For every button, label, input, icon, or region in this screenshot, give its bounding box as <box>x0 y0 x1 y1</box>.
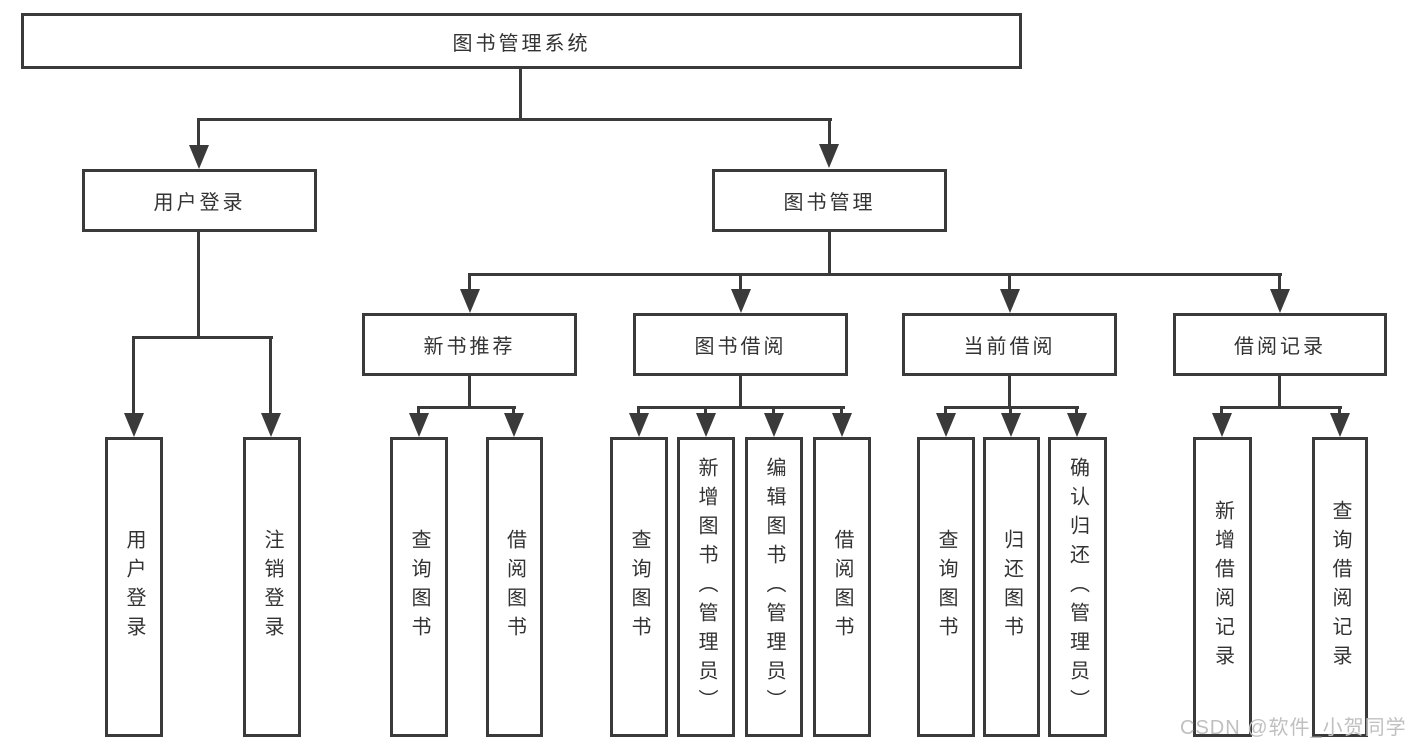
connector-line <box>1278 376 1281 409</box>
node-root-label: 图书管理系统 <box>452 32 591 55</box>
connector-line <box>417 406 420 417</box>
arrowhead-down-icon <box>1001 413 1021 437</box>
connector-line <box>704 406 707 417</box>
leaf-add-borrow-record: 新增借阅记录 <box>1193 437 1252 737</box>
connector-line <box>739 376 742 409</box>
connector-line <box>1075 406 1078 417</box>
connector-line <box>1220 406 1342 409</box>
leaf-edit-book-admin: 编辑图书（管理员） <box>745 437 803 737</box>
connector-line <box>197 232 200 339</box>
connector-line <box>1009 406 1012 417</box>
node-current-borrow-label: 当前借阅 <box>963 336 1056 358</box>
arrowhead-down-icon <box>731 289 751 313</box>
leaf-borrow-borrow-book-label: 借阅图书 <box>831 529 853 645</box>
leaf-user-login: 用户登录 <box>105 437 163 737</box>
node-borrow-record: 借阅记录 <box>1173 313 1387 376</box>
connector-line <box>197 118 200 150</box>
leaf-current-query-book: 查询图书 <box>917 437 975 737</box>
leaf-newrec-borrow-book: 借阅图书 <box>486 437 543 737</box>
leaf-logout-label: 注销登录 <box>261 529 283 645</box>
leaf-borrow-query-book-label: 查询图书 <box>628 529 650 645</box>
node-book-borrow: 图书借阅 <box>633 313 848 376</box>
watermark: CSDN @软件_小贺同学 <box>1180 717 1405 739</box>
connector-line <box>198 118 832 121</box>
connector-line <box>468 376 471 409</box>
node-current-borrow: 当前借阅 <box>902 313 1117 376</box>
arrowhead-down-icon <box>1000 289 1020 313</box>
arrowhead-down-icon <box>124 413 144 437</box>
connector-line <box>132 336 273 339</box>
node-root: 图书管理系统 <box>21 13 1022 69</box>
arrowhead-down-icon <box>629 413 649 437</box>
node-new-book-recommend-label: 新书推荐 <box>423 336 516 358</box>
leaf-newrec-query-book: 查询图书 <box>390 437 448 737</box>
leaf-add-book-admin: 新增图书（管理员） <box>677 437 735 737</box>
node-book-management: 图书管理 <box>712 169 947 232</box>
connector-line <box>828 118 831 150</box>
connector-line <box>637 406 845 409</box>
connector-line <box>468 273 471 293</box>
connector-line <box>269 336 272 418</box>
arrowhead-down-icon <box>832 413 852 437</box>
leaf-query-borrow-record-label: 查询借阅记录 <box>1329 500 1351 674</box>
connector-line <box>828 232 831 276</box>
arrowhead-down-icon <box>504 413 524 437</box>
leaf-borrow-query-book: 查询图书 <box>610 437 668 737</box>
connector-line <box>1278 273 1281 293</box>
connector-line <box>1008 376 1011 409</box>
leaf-confirm-return-admin: 确认归还（管理员） <box>1048 437 1107 737</box>
leaf-newrec-borrow-book-label: 借阅图书 <box>503 529 526 645</box>
connector-line <box>519 66 522 121</box>
arrowhead-down-icon <box>261 413 281 437</box>
arrowhead-down-icon <box>189 145 209 169</box>
leaf-user-login-label: 用户登录 <box>123 529 145 645</box>
connector-line <box>637 406 640 417</box>
node-borrow-record-label: 借阅记录 <box>1234 336 1326 358</box>
connector-line <box>772 406 775 417</box>
arrowhead-down-icon <box>409 413 429 437</box>
node-user-login-label: 用户登录 <box>153 192 246 214</box>
arrowhead-down-icon <box>936 413 956 437</box>
leaf-borrow-borrow-book: 借阅图书 <box>813 437 871 737</box>
leaf-add-borrow-record-label: 新增借阅记录 <box>1211 500 1234 674</box>
connector-line <box>1008 273 1011 293</box>
node-book-management-label: 图书管理 <box>783 192 876 214</box>
leaf-newrec-query-book-label: 查询图书 <box>408 529 430 645</box>
arrowhead-down-icon <box>460 289 480 313</box>
leaf-edit-book-admin-label: 编辑图书（管理员） <box>763 456 785 718</box>
arrowhead-down-icon <box>1067 413 1087 437</box>
leaf-current-query-book-label: 查询图书 <box>935 529 957 645</box>
connector-line <box>468 273 1282 276</box>
connector-line <box>1220 406 1223 417</box>
arrowhead-down-icon <box>1330 413 1350 437</box>
node-book-borrow-label: 图书借阅 <box>694 336 787 358</box>
leaf-return-book-label: 归还图书 <box>1000 529 1023 645</box>
arrowhead-down-icon <box>819 144 839 168</box>
leaf-query-borrow-record: 查询借阅记录 <box>1312 437 1368 737</box>
connector-line <box>840 406 843 417</box>
leaf-add-book-admin-label: 新增图书（管理员） <box>695 456 717 718</box>
connector-line <box>417 406 516 409</box>
arrowhead-down-icon <box>1270 289 1290 313</box>
connector-line <box>1338 406 1341 417</box>
connector-line <box>739 273 742 293</box>
arrowhead-down-icon <box>696 413 716 437</box>
connector-line <box>512 406 515 417</box>
connector-line <box>944 406 947 417</box>
connector-line <box>132 336 135 418</box>
node-new-book-recommend: 新书推荐 <box>362 313 577 376</box>
leaf-return-book: 归还图书 <box>983 437 1040 737</box>
node-user-login: 用户登录 <box>82 169 317 232</box>
leaf-logout: 注销登录 <box>243 437 301 737</box>
arrowhead-down-icon <box>1212 413 1232 437</box>
leaf-confirm-return-admin-label: 确认归还（管理员） <box>1066 456 1089 718</box>
arrowhead-down-icon <box>764 413 784 437</box>
